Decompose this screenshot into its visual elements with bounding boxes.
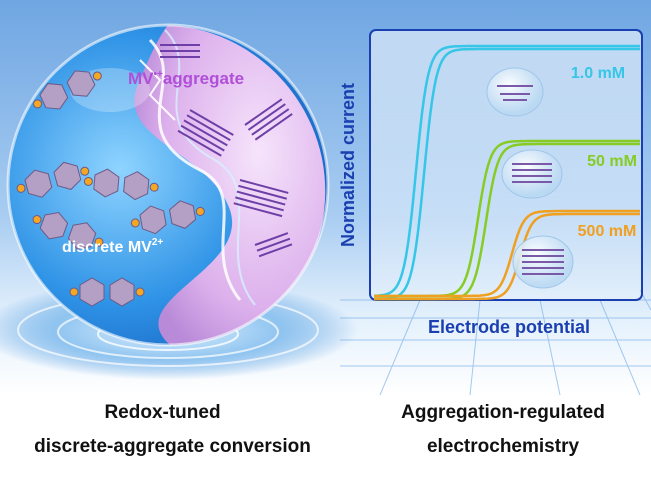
left-caption-line2: discrete-aggregate conversion [34,436,311,457]
bubble-500mM [512,235,574,289]
series-line-3-2 [374,212,640,301]
discrete-label: discrete MV2+ [62,237,163,256]
yin-yang-sphere [6,23,330,347]
right-caption-line2: electrochemistry [426,436,580,457]
aggregate-label: MV•+aggregate [128,69,244,88]
bubble-50mM [501,149,563,199]
chart-plot-area [373,44,640,301]
bubble-1mM [486,67,544,117]
series-line-1-1 [373,44,640,298]
voltammogram-panel: 1.0 mM 50 mM 500 mM Normalized current E… [338,29,643,337]
discrete-molecules [16,70,205,307]
right-caption-line1: Aggregation-regulated [401,402,605,423]
series-line-3-1 [374,209,640,298]
series-line-1-2 [374,47,640,301]
y-axis-label: Normalized current [338,83,358,247]
series-label-1mM: 1.0 mM [571,65,625,82]
x-axis-label: Electrode potential [428,317,590,337]
series-label-50mM: 50 mM [587,153,637,170]
series-label-500mM: 500 mM [578,223,637,240]
aggregate-stacks [160,44,293,258]
left-caption-line1: Redox-tuned [104,402,221,423]
